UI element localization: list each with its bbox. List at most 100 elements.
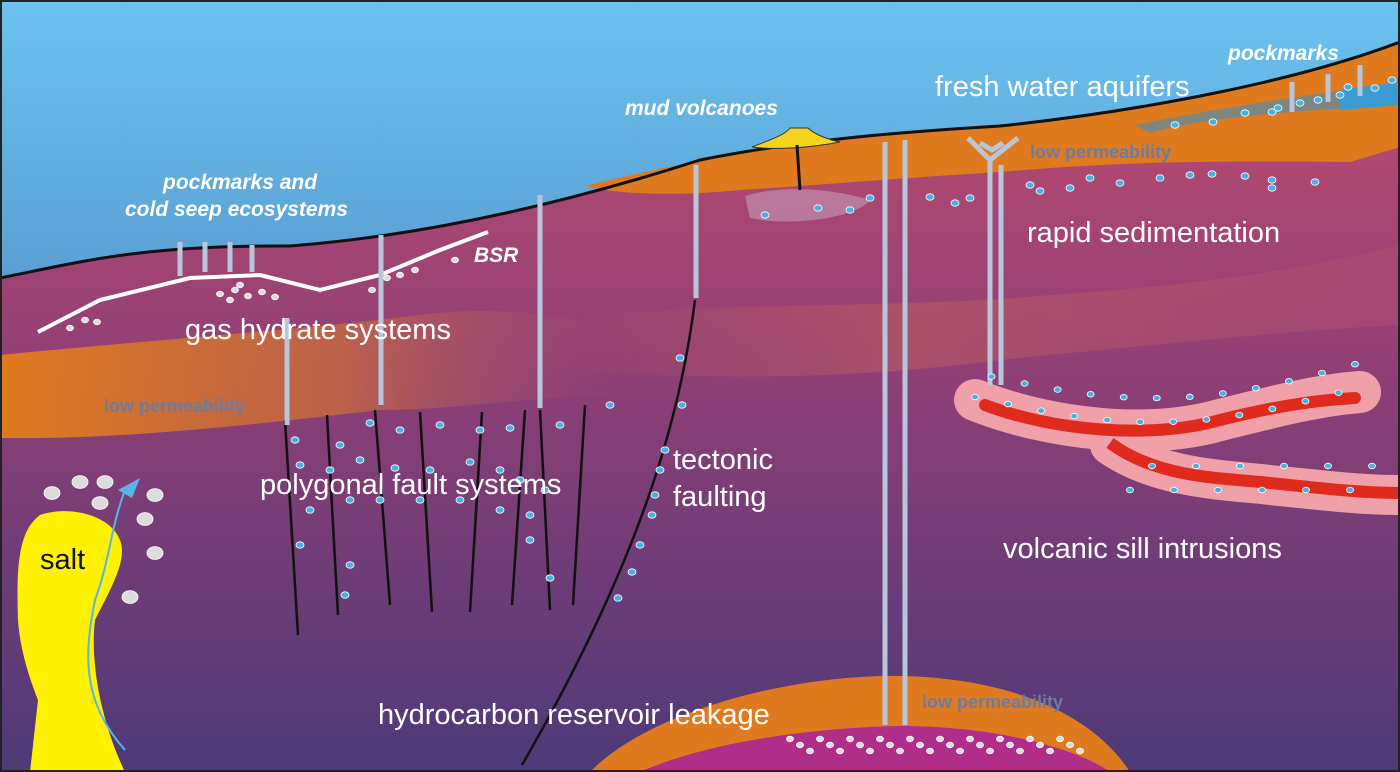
reservoir-hydrocarbon [786, 735, 794, 743]
sill-fluid-bubble [1086, 391, 1095, 398]
gas-hydrate-particle [244, 292, 252, 300]
polygonal-fault [373, 409, 392, 606]
gas-hydrate-particle [231, 286, 239, 294]
sill-fluid-bubble [1053, 386, 1062, 393]
sill-fluid-bubble [1136, 418, 1145, 426]
reservoir-hydrocarbon [1026, 735, 1034, 743]
sill-fluid-bubble [1119, 393, 1128, 401]
fluid-bubble [613, 594, 623, 602]
fluid-bubble [525, 536, 535, 544]
gas-hydrate-particle [226, 296, 234, 304]
fluid-bubble [495, 506, 505, 514]
label-hydrocarbon-reservoir-leakage: hydrocarbon reservoir leakage [378, 699, 770, 731]
reservoir-hydrocarbon [846, 735, 854, 743]
fluid-bubble [865, 194, 875, 202]
fluid-bubble [627, 568, 637, 576]
salt-related-particle [91, 496, 109, 510]
fluid-bubble [1155, 174, 1165, 182]
reservoir-hydrocarbon [986, 747, 994, 755]
sill-fluid-bubble [1004, 400, 1012, 408]
gas-hydrate-particle [451, 256, 459, 264]
fluid-bubble [1115, 179, 1125, 187]
fluid-bubble [925, 193, 935, 201]
label-bsr: BSR [474, 244, 519, 267]
fluid-bubble [325, 466, 335, 474]
sill-fluid-bubble [1152, 394, 1161, 402]
sill-fluid-bubble [1070, 412, 1079, 420]
reservoir-hydrocarbon [956, 747, 964, 755]
fluid-bubbles [43, 76, 1397, 755]
fluid-bubble [1208, 118, 1218, 126]
label-low-permeability-left: low permeability [104, 396, 245, 416]
fluid-bubble [650, 491, 660, 499]
label-mud-volcanoes: mud volcanoes [625, 97, 778, 120]
sill-fluid-bubble [1185, 393, 1194, 401]
fluid-bubble [1025, 181, 1035, 189]
sill-fluid-bubble [1301, 398, 1310, 405]
label-pockmarks: pockmarks [1227, 42, 1339, 65]
gas-hydrate-particle [411, 266, 419, 274]
fluid-bubble [555, 421, 565, 429]
polygonal-fault [571, 404, 587, 606]
polygonal-fault [418, 411, 434, 613]
fluid-bubble [345, 496, 355, 504]
reservoir-hydrocarbon [1046, 747, 1054, 755]
reservoir-hydrocarbon [796, 741, 804, 749]
reservoir-hydrocarbon [936, 735, 944, 743]
label-rapid-sedimentation: rapid sedimentation [1027, 217, 1280, 249]
sill-fluid-bubble [1302, 486, 1310, 494]
fluid-bubble [660, 446, 670, 454]
sill-fluid-bubble [1103, 416, 1112, 424]
sill-fluid-bubble [1268, 405, 1277, 413]
fluid-bubble [295, 461, 305, 469]
fluid-bubble [415, 496, 425, 504]
fluid-bubble [375, 496, 385, 504]
sill-fluid-bubble [1368, 462, 1376, 470]
reservoir-hydrocarbon [1076, 747, 1084, 755]
sill-fluid-bubble [1037, 407, 1045, 414]
sill-fluid-bubble [1280, 462, 1288, 470]
bsr-line [37, 230, 489, 334]
reservoir-hydrocarbon [836, 747, 844, 755]
fluid-bubble [1387, 76, 1397, 84]
sill-fluid-bubble [1218, 390, 1227, 397]
label-low-permeability-top: low permeability [1030, 142, 1171, 162]
sill-fluid-bubble [987, 373, 996, 380]
fluid-bubble [1085, 174, 1095, 182]
label-low-permeability-bottom: low permeability [922, 692, 1063, 712]
polygonal-fault [283, 419, 300, 636]
fluid-bubble [435, 421, 445, 429]
fluid-bubble [655, 466, 665, 474]
gas-hydrate-particle [216, 290, 224, 298]
sill-fluid-bubble [1351, 361, 1359, 368]
fluid-bubble [425, 466, 435, 474]
fluid-bubble [305, 506, 315, 514]
fluid-bubble [605, 401, 615, 409]
gas-hydrate-particle [93, 318, 101, 326]
fluid-bubble [1035, 187, 1045, 195]
arrow-head-icon [118, 478, 140, 498]
fluid-bubble [465, 458, 475, 466]
polygonal-fault [510, 409, 527, 606]
sill-fluid-bubble [1192, 462, 1200, 470]
fluid-bubble [1370, 84, 1380, 92]
fluid-bubble [545, 574, 555, 582]
mid-sediment-band [560, 245, 1400, 377]
fluid-bubble [813, 204, 823, 212]
label-fresh-water-aquifers: fresh water aquifers [935, 71, 1190, 103]
reservoir-hydrocarbon [946, 741, 954, 749]
fluid-bubble [540, 486, 550, 494]
sill-fluid-bubble [1126, 486, 1134, 494]
reservoir-hydrocarbon [1036, 741, 1044, 749]
polygonal-fault [325, 414, 340, 616]
label-tectonic: tectonic [673, 444, 773, 476]
fluid-bubble [390, 464, 400, 472]
fresh-water-aquifer-right [1340, 82, 1400, 110]
fluid-bubble [395, 426, 405, 434]
fluid-bubble [1185, 171, 1195, 179]
reservoir-hydrocarbon [916, 741, 924, 749]
gas-hydrate-particle [258, 288, 266, 296]
sill-fluid-bubble [1251, 384, 1260, 392]
